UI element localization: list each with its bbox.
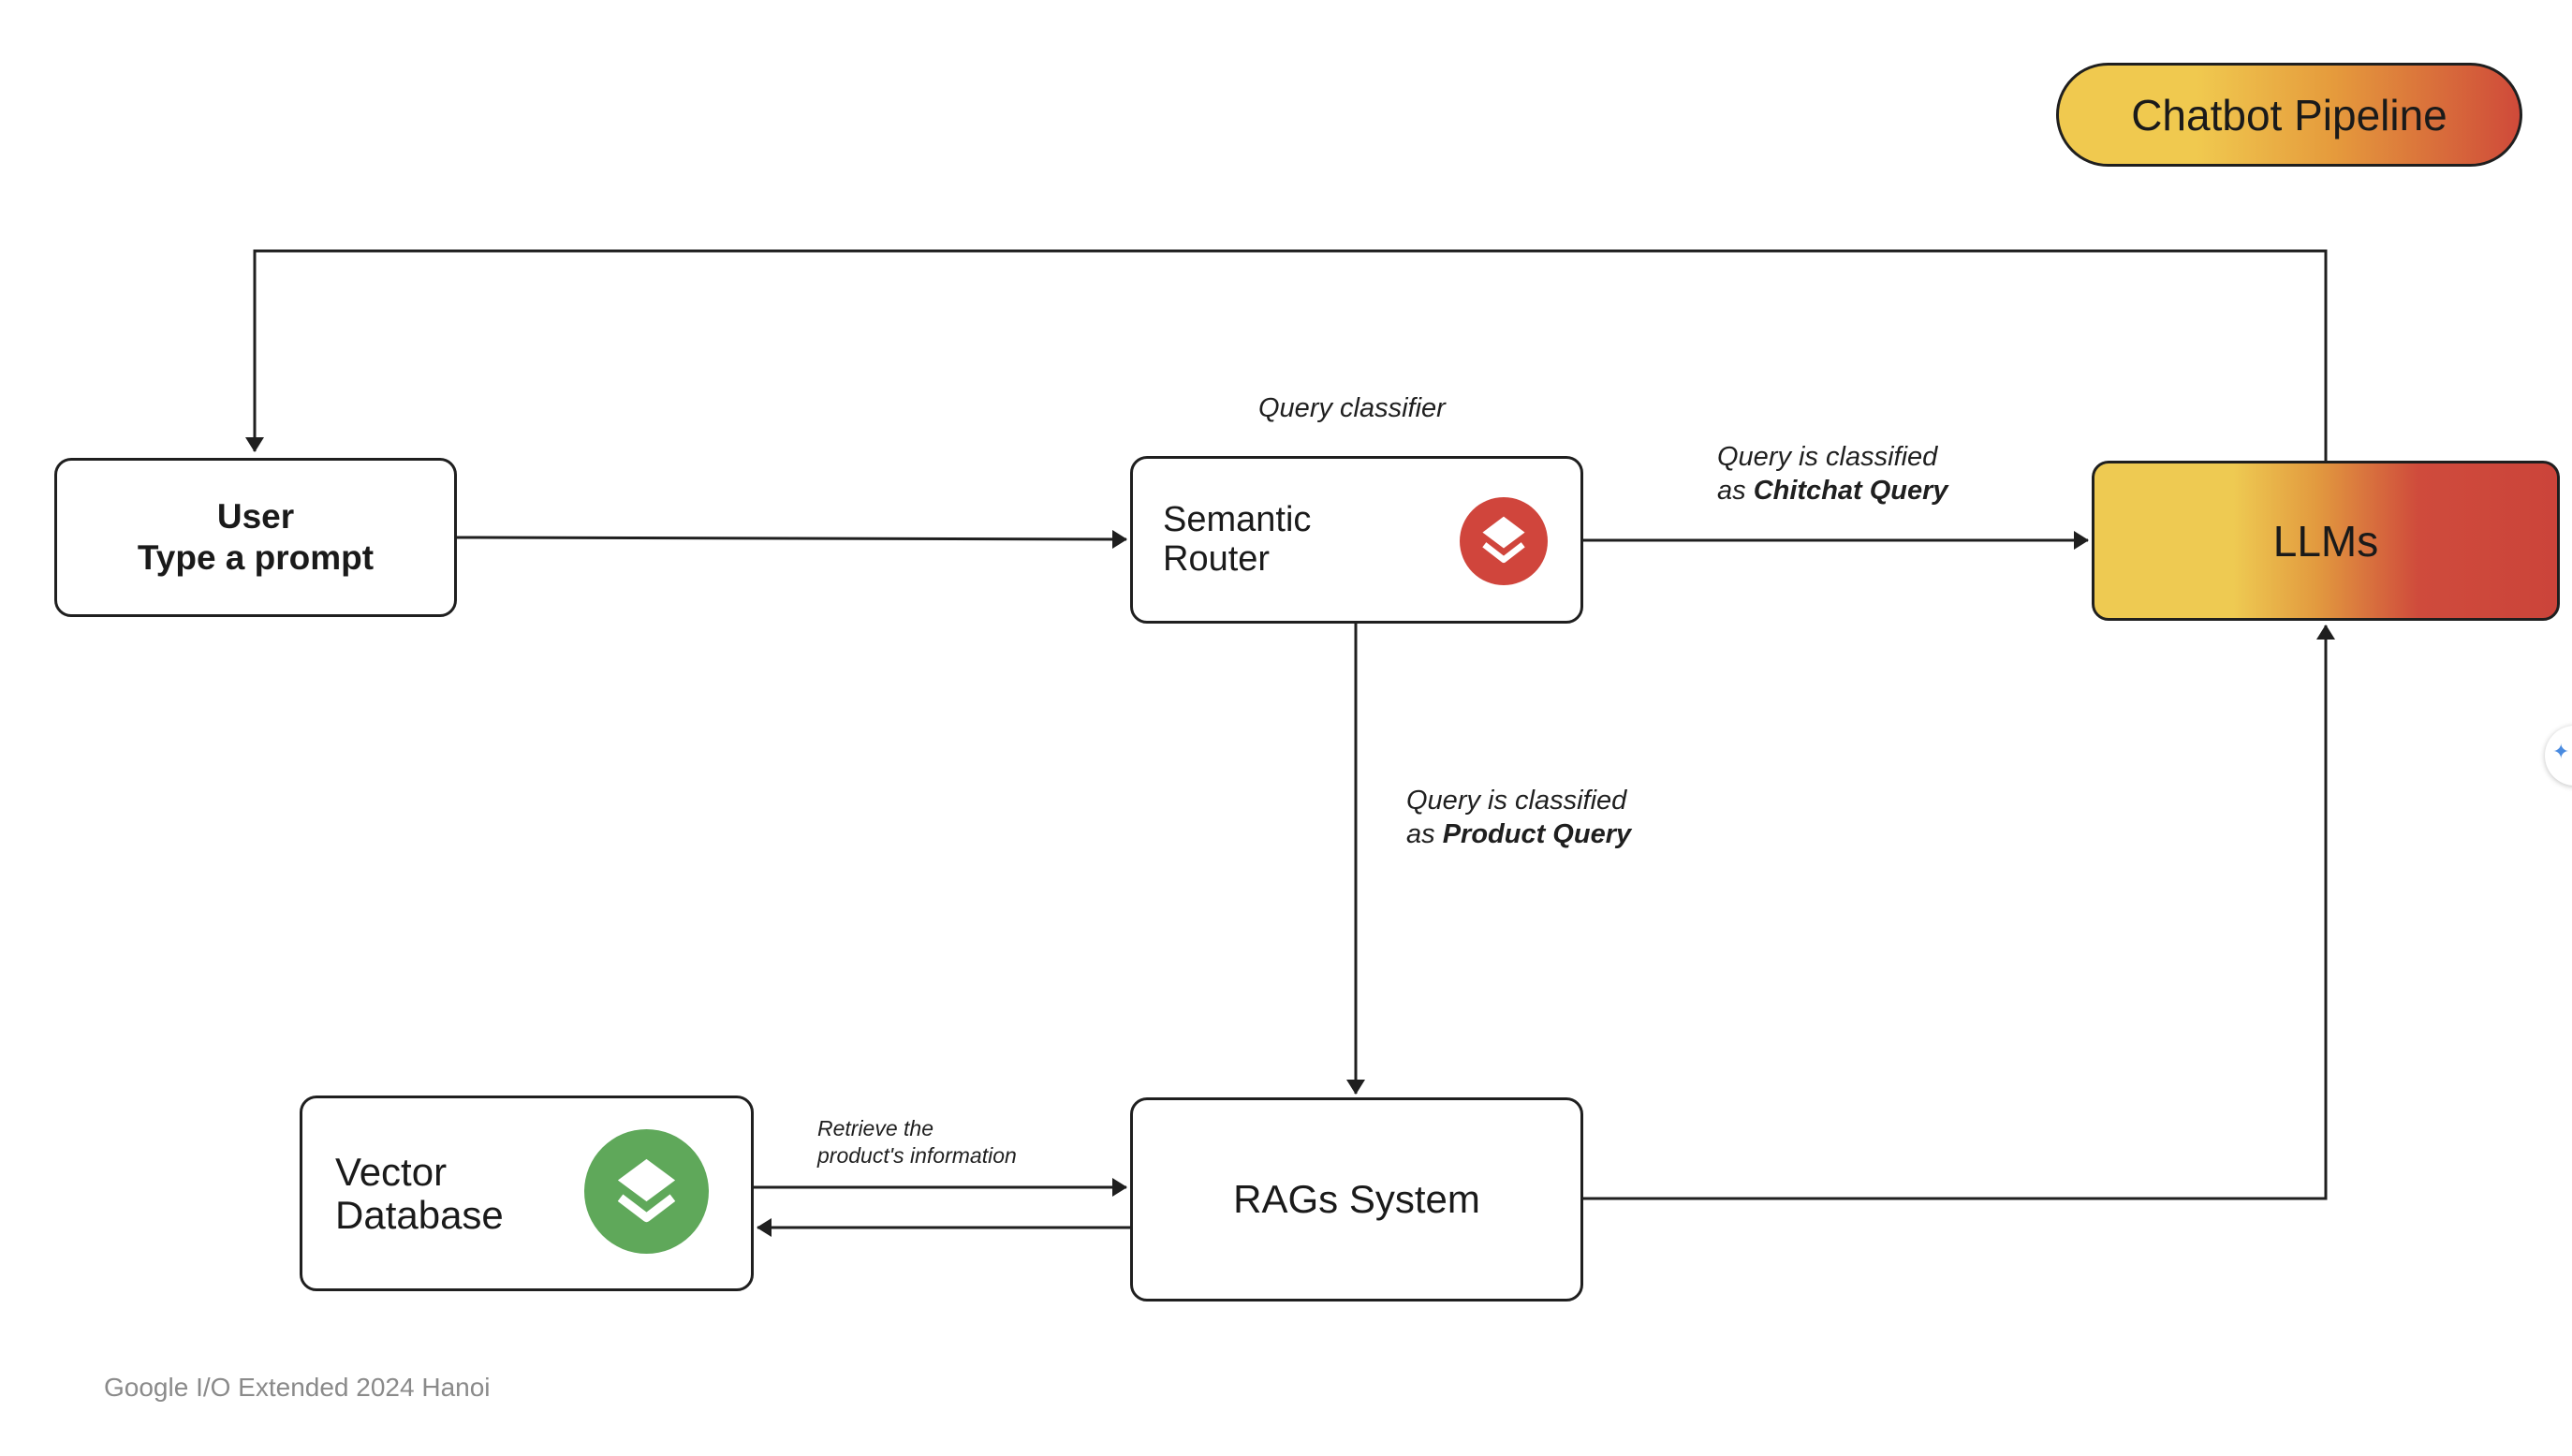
chatbot-pipeline-badge: Chatbot Pipeline xyxy=(2056,63,2522,167)
vector-label-line2: Database xyxy=(335,1193,504,1237)
arrow-user-to-router xyxy=(456,529,1127,549)
semantic-router-node: Semantic Router xyxy=(1130,456,1583,624)
sparkle-icon: ✦ xyxy=(2552,740,2570,763)
vector-database-node: Vector Database xyxy=(300,1096,754,1291)
user-title: User xyxy=(216,497,295,536)
rags-label: RAGs System xyxy=(1233,1177,1480,1221)
llms-node: LLMs xyxy=(2092,461,2560,621)
rags-system-node: RAGs System xyxy=(1130,1097,1583,1302)
layers-icon xyxy=(584,1129,709,1254)
chitchat-note: Query is classified as Chitchat Query xyxy=(1717,442,1948,506)
footer-text: Google I/O Extended 2024 Hanoi xyxy=(104,1373,491,1402)
user-node: User Type a prompt xyxy=(54,458,457,617)
router-label-line1: Semantic xyxy=(1163,500,1312,539)
arrow-llms-to-user xyxy=(245,249,2328,461)
retrieve-note: Retrieve the product's information xyxy=(817,1116,1017,1168)
vector-label-line1: Vector xyxy=(335,1150,448,1194)
product-query-note: Query is classified as Product Query xyxy=(1406,786,1632,849)
user-subtitle: Type a prompt xyxy=(137,538,375,577)
query-classifier-note: Query classifier xyxy=(1258,393,1446,423)
llms-label: LLMs xyxy=(2272,516,2379,566)
router-label-line2: Router xyxy=(1163,539,1271,579)
badge-label: Chatbot Pipeline xyxy=(2131,90,2447,140)
arrow-rags-to-llms xyxy=(1583,625,2335,1200)
layers-icon xyxy=(1460,497,1548,585)
